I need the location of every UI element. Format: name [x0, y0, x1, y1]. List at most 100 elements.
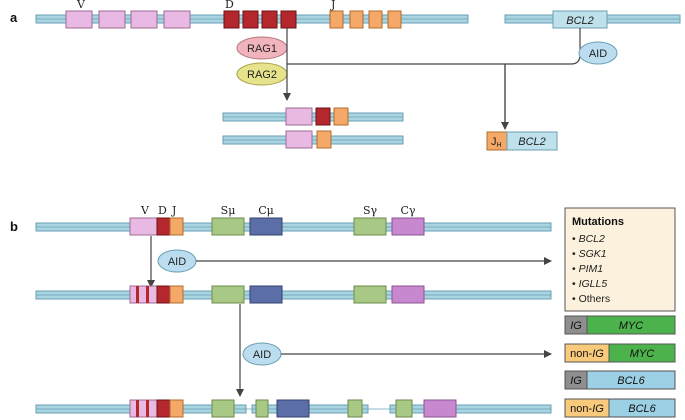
j-segment: [169, 399, 184, 418]
v-segment: [129, 217, 158, 236]
b-j-label: J: [171, 204, 176, 217]
jh-label: JH: [491, 136, 502, 149]
d-segment: [156, 217, 171, 236]
translocation-product: non-IG BCL6: [564, 398, 676, 418]
j-segment: [169, 285, 184, 304]
panel-b-label: b: [10, 219, 18, 234]
mutation-item: • IGLL5: [572, 278, 607, 290]
mutation-item: • PIM1: [572, 263, 603, 275]
j-segment: [333, 107, 349, 126]
v-segment: [163, 10, 191, 29]
j-label: J: [330, 0, 335, 11]
v-segment: [98, 10, 126, 29]
translocation-products: IG MYC non-IG MYC IG BCL6 non-IG BCL6: [564, 315, 676, 418]
s-mu-region: [211, 285, 245, 304]
s-gamma-region: [353, 217, 387, 236]
s-gamma-fragment: [347, 399, 363, 418]
d-label: D: [225, 0, 234, 11]
s-mu-region: [211, 217, 245, 236]
c-gamma-region: [391, 217, 425, 236]
v-segment: [129, 399, 158, 418]
aid-ellipse-a: AID: [578, 41, 618, 65]
c-mu-region: [249, 285, 283, 304]
c-gamma-region: [423, 399, 457, 418]
d-segment: [315, 107, 331, 126]
v-segment: [285, 130, 313, 149]
j-segment: [329, 10, 344, 29]
d-segment: [223, 10, 240, 29]
d-segment: [242, 10, 259, 29]
myc-box: [608, 343, 676, 363]
d-segment: [261, 10, 278, 29]
s-gamma-label: Sγ: [363, 204, 378, 217]
j-segment: [349, 10, 364, 29]
j-segments: [329, 10, 402, 29]
recombined-dna-2: [222, 130, 404, 149]
v-segment: [129, 285, 158, 304]
d-segment: [156, 399, 171, 418]
panel-a-label: a: [10, 10, 18, 25]
mutation-item: • SGK1: [572, 248, 607, 260]
jh-bcl2-translocation: JH BCL2: [486, 131, 558, 151]
aid-label-b2: AID: [253, 349, 271, 361]
rag1-label: RAG1: [247, 43, 277, 55]
mutation-item: • BCL2: [572, 233, 605, 245]
hypermutated-dna-strand: [35, 285, 552, 304]
j-segment: [169, 217, 184, 236]
translocation-product: IG MYC: [564, 315, 676, 335]
aid-ellipse-b2: AID: [242, 342, 282, 366]
s-mu-label: Sμ: [221, 204, 236, 217]
rag1-ellipse: RAG1: [236, 36, 288, 60]
translocation-product: IG BCL6: [564, 370, 676, 390]
aid-label-b1: AID: [168, 256, 186, 268]
aid-label-a: AID: [589, 48, 607, 60]
b-d-label: D: [158, 204, 167, 217]
s-gamma-fragment: [395, 399, 413, 418]
v-segment: [285, 107, 313, 126]
rag2-ellipse: RAG2: [236, 62, 288, 86]
bcl2-gene-label: BCL2: [566, 15, 594, 27]
mutations-list: • BCL2 • SGK1 • PIM1 • IGLL5 • Others: [572, 233, 610, 305]
c-mu-region: [276, 399, 310, 418]
mutation-item: • Others: [572, 293, 610, 305]
myc-box: [586, 315, 676, 335]
translocation-right-label: BCL6: [617, 375, 645, 387]
translocation-left-label: IG: [570, 320, 582, 332]
mutations-title: Mutations: [572, 216, 624, 228]
translocation-right-label: BCL6: [628, 403, 656, 415]
recombined-dna-1: [222, 107, 404, 126]
b-v-label: V: [140, 204, 150, 217]
s-mu-fragment: [211, 399, 235, 418]
translocation-right-label: MYC: [619, 320, 644, 332]
j-segment: [387, 10, 402, 29]
s-mu-fragment: [255, 399, 269, 418]
j-segment: [316, 130, 332, 149]
translocation-product: non-IG MYC: [564, 343, 676, 363]
v-segments: [65, 10, 191, 29]
d-segment: [280, 10, 297, 29]
c-gamma-region: [391, 285, 425, 304]
aid-ellipse-b1: AID: [157, 249, 197, 273]
switched-dna-strand: [35, 399, 552, 418]
s-gamma-region: [353, 285, 387, 304]
mutations-box: Mutations • BCL2 • SGK1 • PIM1 • IGLL5 • Oth…: [564, 207, 676, 312]
c-gamma-label: Cγ: [401, 204, 416, 217]
d-segment: [156, 285, 171, 304]
c-mu-label: Cμ: [258, 204, 274, 217]
d-segments: [223, 10, 297, 29]
vdj-dna-strand: [35, 217, 552, 236]
bcl6-box: [608, 398, 676, 418]
translocation-left-label: non-IG: [570, 348, 604, 360]
v-segment: [130, 10, 158, 29]
translocation-right-label: MYC: [630, 348, 655, 360]
translocation-left-label: non-IG: [570, 403, 604, 415]
v-segment: [65, 10, 93, 29]
bcl6-box: [586, 370, 676, 390]
v-label: V: [76, 0, 86, 11]
rag2-label: RAG2: [247, 69, 277, 81]
c-mu-region: [249, 217, 283, 236]
translocation-left-label: IG: [570, 375, 582, 387]
bcl2-partner-label: BCL2: [518, 136, 546, 148]
j-segment: [368, 10, 383, 29]
